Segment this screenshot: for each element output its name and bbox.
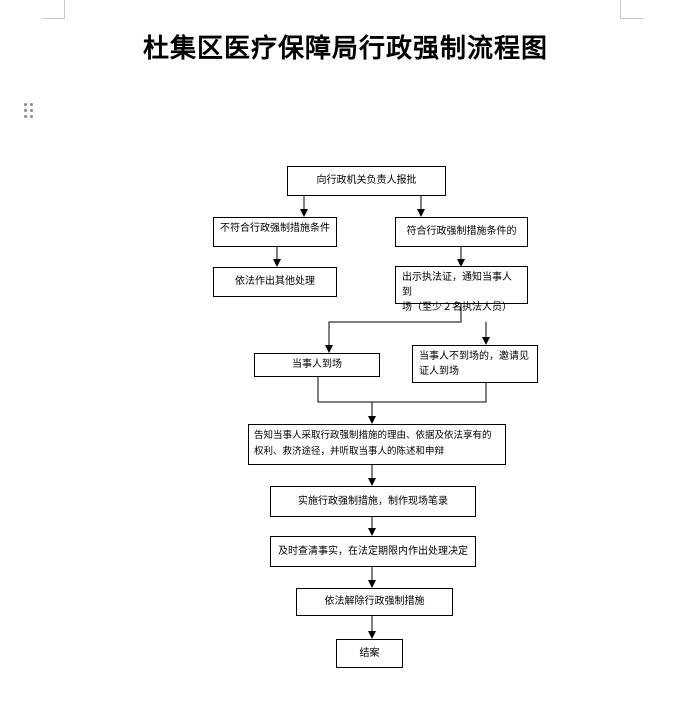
page-title: 杜集区医疗保障局行政强制流程图 [142, 34, 548, 64]
step-close-case: 结案 [336, 639, 403, 668]
merge-connector [317, 377, 487, 403]
arrow-to-party-present [325, 304, 462, 353]
step-inform-party: 告知当事人采取行政强制措施的理由、依据及依法享有的 权利、救济途径，并听取当事人… [248, 424, 506, 465]
step-party-present: 当事人到场 [254, 353, 380, 377]
step-other-handling: 依法作出其他处理 [213, 267, 337, 297]
page-corner-mark-left [42, 0, 65, 19]
step-not-eligible: 不符合行政强制措施条件 [213, 217, 337, 247]
step-party-absent: 当事人不到场的，邀请见 证人到场 [412, 345, 538, 383]
step-show-id-notify: 出示执法证，通知当事人到 场（至少２名执法人员） [395, 266, 528, 313]
drag-handle-icon[interactable] [24, 103, 34, 119]
step-eligible: 符合行政强制措施条件的 [395, 217, 528, 247]
page-corner-mark-right [620, 0, 643, 19]
step-release-measures: 依法解除行政强制措施 [296, 588, 453, 616]
step-investigate-decide: 及时查清事实，在法定期限内作出处理决定 [270, 536, 476, 567]
step-implement-measures: 实施行政强制措施，制作现场笔录 [270, 486, 476, 517]
step-report-to-leader: 向行政机关负责人报批 [287, 166, 446, 196]
